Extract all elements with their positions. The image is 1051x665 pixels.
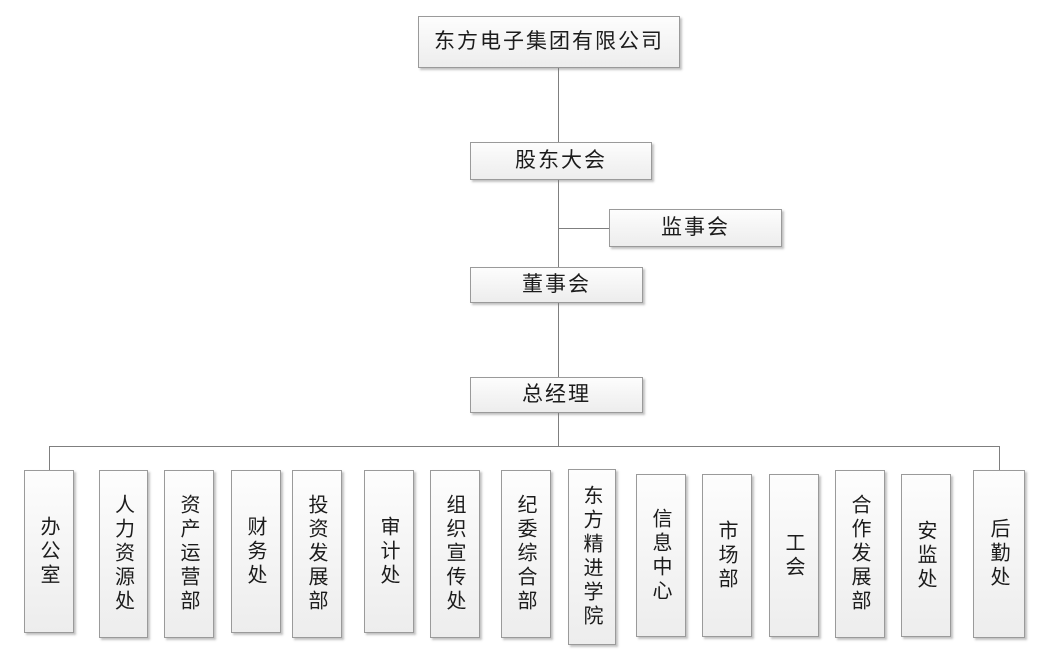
connector-bus-to-first-department xyxy=(49,446,50,470)
node-board-of-directors[interactable]: 董事会 xyxy=(470,267,643,303)
node-department-safety-supervision[interactable]: 安监处 xyxy=(901,474,951,637)
node-department-discipline-general[interactable]: 纪委综合部 xyxy=(501,470,551,638)
node-department-labor-union[interactable]: 工会 xyxy=(769,474,819,637)
node-department-asset-operations[interactable]: 资产运营部 xyxy=(164,470,214,638)
node-department-investment-development-label: 投资发展部 xyxy=(305,494,329,614)
node-department-dongfang-academy-label: 东方精进学院 xyxy=(580,485,604,629)
node-department-investment-development[interactable]: 投资发展部 xyxy=(292,470,342,638)
node-company[interactable]: 东方电子集团有限公司 xyxy=(418,16,680,68)
node-general-manager[interactable]: 总经理 xyxy=(470,377,643,413)
node-department-cooperation-development-label: 合作发展部 xyxy=(848,494,872,614)
node-department-cooperation-development[interactable]: 合作发展部 xyxy=(835,470,885,638)
node-department-marketing[interactable]: 市场部 xyxy=(702,474,752,637)
node-general-manager-label: 总经理 xyxy=(522,382,591,407)
node-department-asset-operations-label: 资产运营部 xyxy=(177,494,201,614)
node-department-discipline-general-label: 纪委综合部 xyxy=(514,494,538,614)
connector-branch-to-supervisors xyxy=(558,228,609,229)
node-department-office-label: 办公室 xyxy=(37,515,61,588)
node-shareholders-meeting[interactable]: 股东大会 xyxy=(470,142,652,180)
node-department-information-center-label: 信息中心 xyxy=(649,507,673,604)
node-department-audit[interactable]: 审计处 xyxy=(364,470,414,633)
connector-directors-to-general-manager xyxy=(558,303,559,377)
node-board-of-directors-label: 董事会 xyxy=(522,272,591,297)
node-company-label: 东方电子集团有限公司 xyxy=(434,29,664,54)
node-department-human-resources-label: 人力资源处 xyxy=(111,494,136,614)
node-department-information-center[interactable]: 信息中心 xyxy=(636,474,686,637)
node-department-logistics[interactable]: 后勤处 xyxy=(973,470,1025,638)
node-department-organization-publicity[interactable]: 组织宣传处 xyxy=(430,470,480,638)
node-department-dongfang-academy[interactable]: 东方精进学院 xyxy=(568,469,616,645)
node-department-finance-label: 财务处 xyxy=(244,515,268,588)
node-department-audit-label: 审计处 xyxy=(377,515,401,588)
node-department-logistics-label: 后勤处 xyxy=(987,518,1011,590)
connector-department-bus xyxy=(49,446,1000,447)
node-department-office[interactable]: 办公室 xyxy=(24,470,74,633)
node-department-marketing-label: 市场部 xyxy=(715,519,739,592)
node-department-human-resources[interactable]: 人力资源处 xyxy=(99,470,148,638)
node-department-finance[interactable]: 财务处 xyxy=(231,470,281,633)
connector-general-manager-to-bus xyxy=(558,413,559,446)
node-department-safety-supervision-label: 安监处 xyxy=(914,519,938,592)
node-board-of-supervisors-label: 监事会 xyxy=(661,215,730,240)
connector-company-to-shareholders xyxy=(558,68,559,142)
node-department-labor-union-label: 工会 xyxy=(782,531,806,580)
node-shareholders-meeting-label: 股东大会 xyxy=(515,148,607,173)
connector-shareholders-to-directors xyxy=(558,180,559,267)
node-department-organization-publicity-label: 组织宣传处 xyxy=(443,494,467,614)
connector-bus-to-last-department xyxy=(999,446,1000,470)
node-board-of-supervisors[interactable]: 监事会 xyxy=(609,209,782,247)
